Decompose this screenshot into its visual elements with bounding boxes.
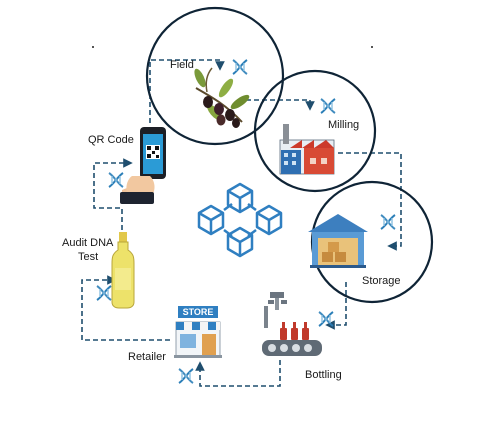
bottle-row (280, 322, 309, 340)
dna-icon (108, 172, 124, 188)
flow-audit-to-qr (93, 158, 133, 230)
flow-storage-to-bottling (325, 282, 347, 330)
label-audit-line1: Audit DNA (62, 237, 114, 249)
dna-icon (380, 214, 396, 230)
flow-retailer-to-audit (81, 275, 170, 341)
smartphone-qr-icon (120, 127, 166, 204)
store-awning (176, 322, 220, 330)
label-field: Field (170, 59, 194, 71)
flow-bottling-to-retailer (195, 360, 281, 387)
label-retailer: Retailer (128, 351, 166, 363)
dna-icon (96, 285, 112, 301)
dna-icon (178, 368, 194, 384)
dna-icon (320, 98, 336, 114)
label-bottling: Bottling (305, 369, 342, 381)
factory-icon (279, 124, 335, 175)
label-milling: Milling (328, 119, 359, 131)
stray-mark (371, 46, 373, 48)
label-storage: Storage (362, 275, 401, 287)
flow-milling-to-storage (338, 152, 402, 251)
dna-icon (232, 59, 248, 75)
blockchain-icon (197, 182, 283, 258)
label-qr-code: QR Code (88, 134, 134, 146)
field-circle (145, 6, 285, 146)
bottling-machine-icon (262, 292, 322, 356)
dna-icon (318, 311, 334, 327)
olive-branch-icon (194, 67, 250, 128)
flow-field-to-milling (246, 99, 315, 111)
milling-circle (253, 69, 377, 193)
warehouse-icon (308, 214, 368, 268)
flow-lines (81, 59, 402, 387)
stray-mark (92, 46, 94, 48)
store-sign: STORE (183, 307, 214, 317)
flow-qr-to-field (149, 59, 225, 123)
store-icon: STORE (174, 306, 222, 358)
label-audit-line2: Test (78, 251, 98, 263)
oil-bottle-icon (111, 232, 135, 309)
